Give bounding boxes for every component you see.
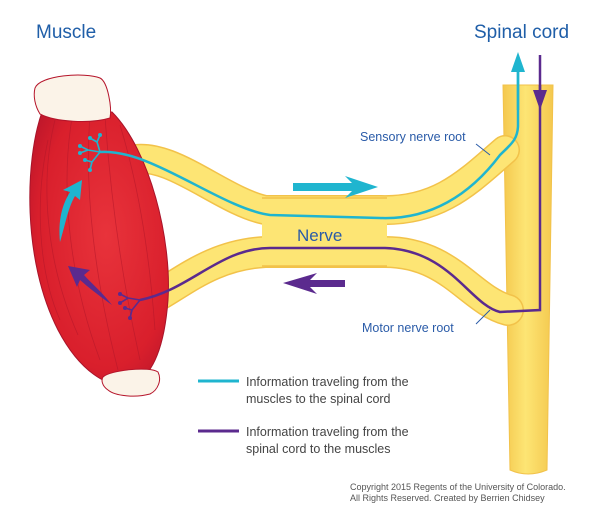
spinal-cord-title: Spinal cord: [474, 22, 569, 43]
copyright-line1: Copyright 2015 Regents of the University…: [350, 482, 566, 492]
legend: Information traveling from the muscles t…: [198, 375, 409, 456]
motor-root-leader: [475, 309, 491, 325]
nerve-label: Nerve: [297, 226, 342, 245]
legend-sensory-line1: Information traveling from the: [246, 375, 409, 389]
motor-root-label: Motor nerve root: [362, 321, 454, 335]
nerve-bundle: [115, 135, 524, 326]
legend-motor-line1: Information traveling from the: [246, 425, 409, 439]
sensory-nerve-line: [99, 72, 520, 220]
sensory-pathway: [59, 52, 525, 242]
motor-direction-arrow-icon: [283, 273, 345, 294]
muscle-tendon-top: [33, 74, 111, 122]
muscle-title: Muscle: [36, 22, 96, 43]
motor-cord-arrow-icon: [533, 90, 547, 110]
sensory-root-leader: [475, 143, 491, 156]
sensory-direction-arrow-icon: [293, 176, 378, 198]
muscle-sensory-arrow-icon: [59, 180, 82, 242]
muscle-motor-arrow-icon: [68, 266, 112, 305]
legend-motor-line2: spinal cord to the muscles: [246, 442, 391, 456]
motor-pathway: [68, 55, 547, 320]
sensory-root-label: Sensory nerve root: [360, 130, 466, 144]
muscle-body: [29, 74, 169, 397]
sensory-cord-arrow-icon: [511, 52, 525, 72]
muscle-tendon-bottom: [101, 368, 161, 397]
legend-sensory-line2: muscles to the spinal cord: [246, 392, 391, 406]
motor-nerve-line: [139, 85, 542, 314]
copyright-line2: All Rights Reserved. Created by Berrien …: [350, 493, 545, 503]
